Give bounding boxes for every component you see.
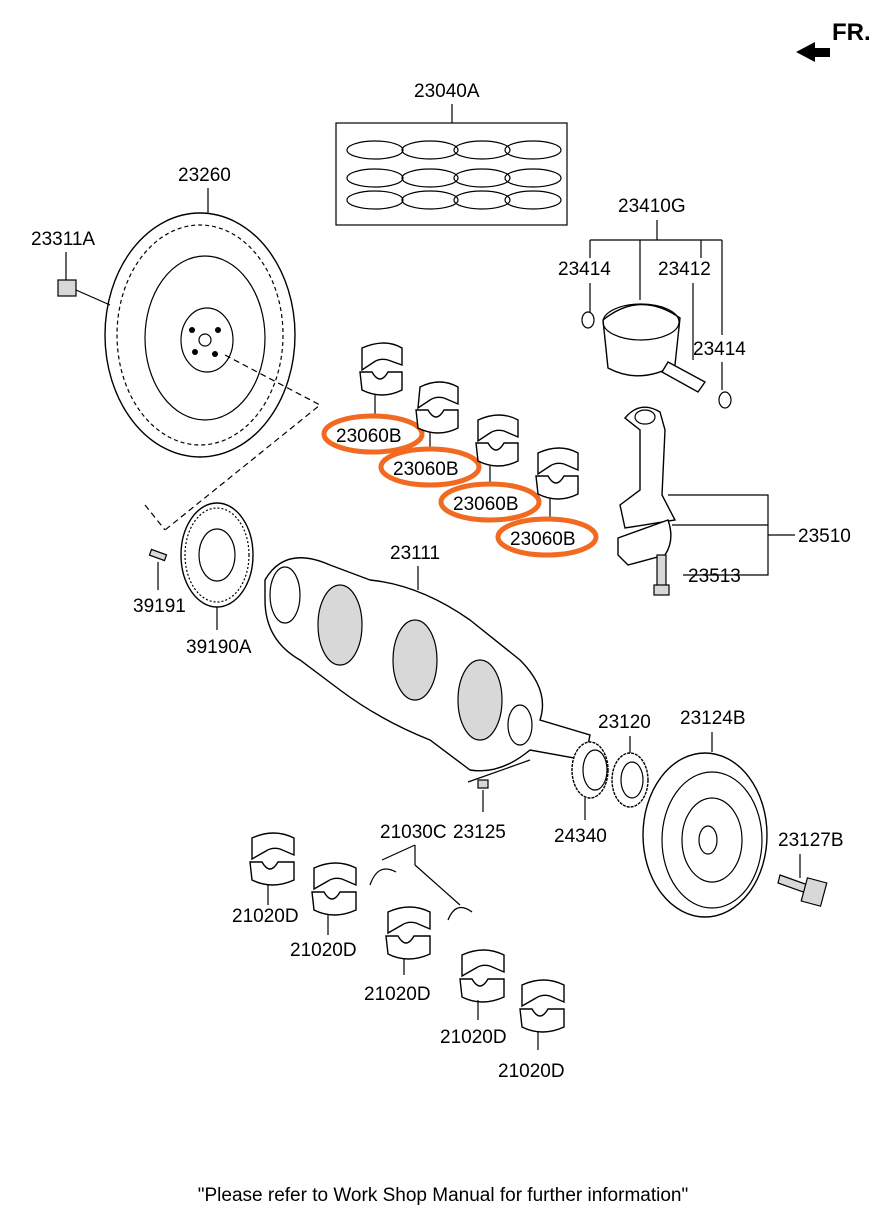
thrust-washer-icon <box>369 868 397 886</box>
piston-pin-icon <box>661 361 707 393</box>
crankshaft-key: 23125 <box>453 779 506 843</box>
label-pulley-bolt[interactable]: 23127B <box>778 830 844 851</box>
front-label: FR. <box>832 19 871 46</box>
drive-plate-icon <box>180 502 254 608</box>
rod-bearing-2: 23060B <box>378 381 482 488</box>
piston-ring-set: 23040A <box>335 81 568 226</box>
rod-bearings: 23060B 23060B 23060B 23060B <box>321 342 599 558</box>
label-piston-assembly[interactable]: 23410G <box>618 196 686 217</box>
key-icon <box>477 779 489 789</box>
damper-pulley: 23124B <box>642 708 768 918</box>
main-bearing-5: 21020D <box>498 979 565 1082</box>
connecting-rod-icon <box>619 406 677 529</box>
bolt-icon <box>656 554 667 588</box>
label-key[interactable]: 23125 <box>453 822 506 843</box>
gear-icon <box>571 741 609 799</box>
label-main-bearing-1[interactable]: 21020D <box>232 906 299 927</box>
piston-ring-icons <box>346 140 562 210</box>
label-sprocket[interactable]: 23120 <box>598 712 651 733</box>
footer-note: "Please refer to Work Shop Manual for fu… <box>197 1185 689 1206</box>
label-main-bearing-4[interactable]: 21020D <box>440 1027 507 1048</box>
main-bearing-4: 21020D <box>440 949 507 1048</box>
bolt-icon <box>148 548 168 562</box>
drive-plate: 39190A 39191 <box>133 502 254 658</box>
label-rod-bearing-4[interactable]: 23060B <box>510 529 576 550</box>
main-bearing-2: 21020D <box>290 862 357 961</box>
label-drive-plate[interactable]: 39190A <box>186 637 252 658</box>
label-snap-ring-right[interactable]: 23414 <box>693 339 746 360</box>
rod-bearing-4: 23060B <box>495 447 599 558</box>
label-flywheel[interactable]: 23260 <box>178 165 231 186</box>
label-rod-bolt[interactable]: 23513 <box>688 566 741 587</box>
snap-ring-icon <box>581 311 595 329</box>
label-connecting-rod[interactable]: 23510 <box>798 526 851 547</box>
snap-ring-icon <box>718 391 732 409</box>
rod-bearing-3: 23060B <box>438 414 542 523</box>
label-flywheel-bolt[interactable]: 23311A <box>31 229 95 250</box>
main-bearings: 21020D 21020D 21020D 21020D 21020D <box>232 832 565 1082</box>
label-thrust-bearing[interactable]: 21030C <box>380 822 447 843</box>
sprocket: 23120 <box>598 712 651 808</box>
label-snap-ring-left[interactable]: 23414 <box>558 259 611 280</box>
label-main-bearing-3[interactable]: 21020D <box>364 984 431 1005</box>
label-rod-bearing-3[interactable]: 23060B <box>453 494 519 515</box>
connecting-rod: 23510 23513 <box>617 406 851 596</box>
pulley-icon <box>642 752 768 918</box>
label-main-bearing-5[interactable]: 21020D <box>498 1061 565 1082</box>
piston-assembly: 23410G 23414 23412 23414 <box>558 196 746 409</box>
arrow-icon <box>796 42 830 62</box>
flywheel-icon <box>104 212 296 458</box>
main-bearing-3: 21020D <box>364 906 431 1005</box>
bolt-icon <box>57 279 77 297</box>
pulley-bolt: 23127B <box>777 830 844 907</box>
label-piston-ring-set[interactable]: 23040A <box>414 81 480 102</box>
flywheel-bolt: 23311A <box>31 229 111 306</box>
flywheel: 23260 <box>104 165 296 458</box>
label-rod-bearing-2[interactable]: 23060B <box>393 459 459 480</box>
thrust-bearing: 21030C <box>369 822 473 921</box>
thrust-washer-icon <box>447 906 473 921</box>
label-piston-pin[interactable]: 23412 <box>658 259 711 280</box>
rod-bearing-1: 23060B <box>321 342 425 455</box>
label-main-bearing-2[interactable]: 21020D <box>290 940 357 961</box>
front-direction-indicator: FR. <box>796 19 871 62</box>
label-drive-plate-bolt[interactable]: 39191 <box>133 596 186 617</box>
label-rod-bearing-1[interactable]: 23060B <box>336 426 402 447</box>
main-bearing-1: 21020D <box>232 832 299 927</box>
timing-gear: 24340 <box>554 741 609 847</box>
crankshaft: 23111 <box>264 543 591 783</box>
label-damper-pulley[interactable]: 23124B <box>680 708 746 729</box>
label-crankshaft[interactable]: 23111 <box>390 543 440 564</box>
label-timing-gear[interactable]: 24340 <box>554 826 607 847</box>
